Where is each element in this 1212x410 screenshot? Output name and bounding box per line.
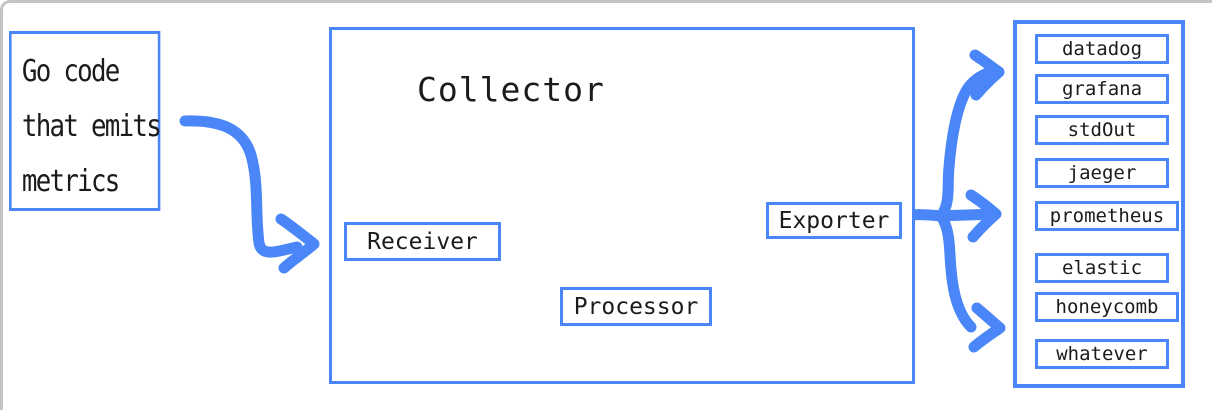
go-code-source-box: Go code that emits metrics	[9, 31, 162, 211]
go-code-line-2: that emits	[21, 109, 162, 144]
arrow-exporter-fanout	[903, 49, 1006, 353]
receiver-box: Receiver	[344, 222, 501, 261]
destination-grafana: grafana	[1035, 74, 1169, 104]
destination-stdout: stdOut	[1035, 115, 1169, 145]
exporter-box: Exporter	[766, 202, 902, 239]
processor-box: Processor	[560, 287, 712, 326]
destination-jaeger: jaeger	[1035, 158, 1169, 188]
destination-prometheus: prometheus	[1035, 201, 1179, 231]
destination-honeycomb: honeycomb	[1035, 292, 1179, 322]
collector-title: Collector	[417, 70, 605, 109]
go-code-line-3: metrics	[21, 164, 120, 199]
arrow-source-to-collector	[179, 115, 320, 274]
go-code-line-1: Go code	[21, 54, 120, 89]
destination-datadog: datadog	[1035, 34, 1169, 64]
destination-whatever: whatever	[1035, 339, 1169, 369]
destination-elastic: elastic	[1035, 253, 1169, 283]
